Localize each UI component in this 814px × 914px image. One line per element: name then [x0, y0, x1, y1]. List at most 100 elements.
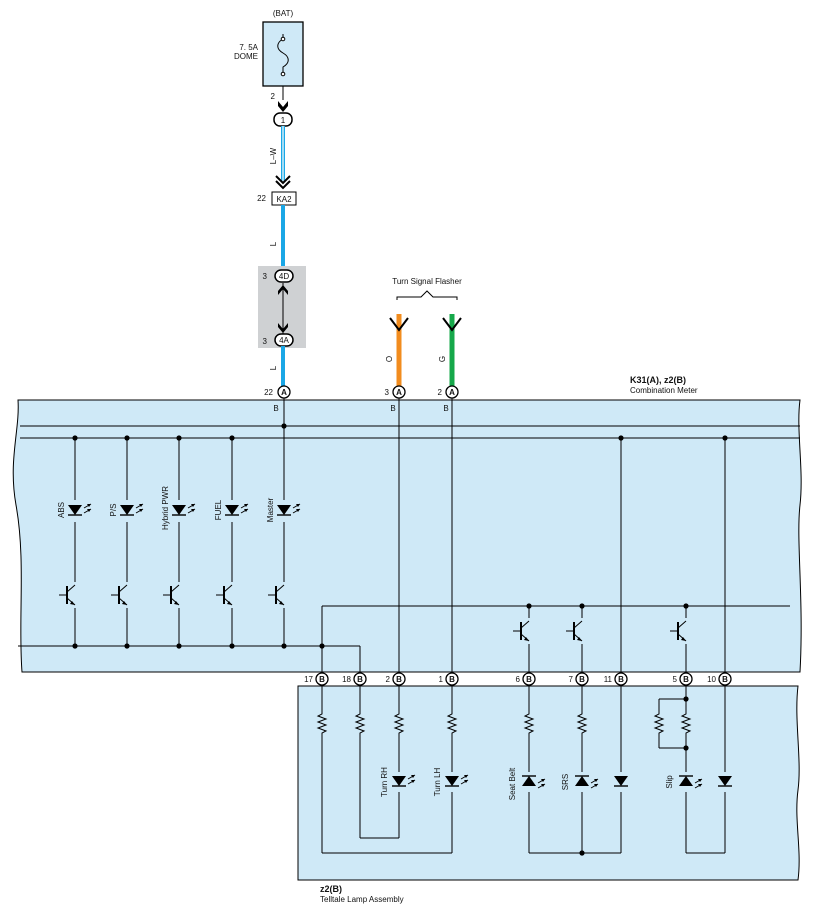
transistor-hybrid-pwr — [162, 582, 182, 608]
male-terminal-icon — [278, 323, 288, 333]
transistor-slip — [669, 618, 689, 644]
lamp-label: Turn LH — [433, 767, 442, 796]
connector-ka2-label: KA2 — [276, 195, 292, 204]
fuse-terminal — [280, 71, 286, 77]
lamp-turn-lh: Turn LH — [433, 767, 469, 796]
transistor-seat-belt — [512, 618, 532, 644]
wire-l-upper-label: L — [269, 241, 278, 246]
transistor-ps — [110, 582, 130, 608]
telltale-dots — [579, 696, 689, 856]
pin-connector: B — [618, 675, 624, 684]
connector-1-label: 1 — [281, 116, 286, 125]
telltale-id: z2(B) — [320, 884, 342, 894]
pin-number: 11 — [604, 675, 613, 684]
pin-number: 3 — [385, 388, 390, 397]
pin-connector: B — [357, 675, 363, 684]
meter-name: Combination Meter — [630, 386, 698, 395]
transistor-abs — [58, 582, 78, 608]
indicator-hybrid-pwr: Hybrid PWR — [161, 486, 196, 530]
diode-icon — [614, 776, 628, 786]
top-pin-22: 22 A — [264, 385, 291, 399]
pin-number: 2 — [386, 675, 391, 684]
pin-number: 18 — [342, 675, 351, 684]
diode-indicator-10 — [718, 772, 734, 792]
male-terminal-icon — [278, 101, 288, 112]
junction-dots — [72, 423, 728, 649]
flasher-bracket — [396, 290, 458, 300]
lamp-turn-rh: Turn RH — [380, 767, 416, 797]
pin-connector: B — [683, 675, 689, 684]
female-terminal-icon — [442, 317, 462, 332]
pin-connector: A — [281, 388, 287, 397]
lamp-seat-belt: Seat Belt — [508, 767, 546, 800]
pin-connector: B — [396, 675, 402, 684]
diode-indicator-11 — [614, 772, 630, 792]
top-pin-3: 3 A — [385, 385, 406, 399]
resistors — [316, 709, 692, 738]
meter-wiring — [18, 398, 800, 672]
fuse-pin: 2 — [271, 92, 276, 101]
male-terminal-icon — [278, 285, 288, 295]
pin-number: 1 — [439, 675, 444, 684]
transistor-master — [267, 582, 287, 608]
indicator-label: FUEL — [214, 499, 223, 520]
fuse-terminal — [280, 36, 286, 42]
fuse-name: DOME — [234, 52, 258, 61]
transistor-fuel — [215, 582, 235, 608]
pin-connector: B — [526, 675, 532, 684]
indicator-label: P/S — [109, 504, 118, 517]
lamp-srs: SRS — [561, 772, 599, 792]
top-pin-sub: B — [443, 404, 448, 413]
lamp-slip: Slip — [665, 772, 703, 792]
pin-connector: B — [449, 675, 455, 684]
j4d-pin: 3 — [263, 272, 268, 281]
connector-4a-label: 4A — [279, 336, 289, 345]
indicator-master: Master — [266, 497, 301, 522]
pin-number: 7 — [569, 675, 574, 684]
lamp-label: Turn RH — [380, 767, 389, 797]
wire-l-lower-label: L — [269, 365, 278, 370]
female-terminal-icon — [389, 317, 409, 332]
indicator-label: Master — [266, 497, 275, 522]
wire-lw-label: L–W — [269, 147, 278, 164]
lamp-label: SRS — [561, 774, 570, 790]
top-pin-sub: B — [273, 404, 278, 413]
pin-number: 6 — [516, 675, 521, 684]
lamp-label: Seat Belt — [508, 767, 517, 800]
indicator-fuel: FUEL — [214, 499, 249, 522]
battery-label: (BAT) — [273, 9, 294, 18]
meter-id: K31(A), z2(B) — [630, 375, 686, 385]
ka2-pin: 22 — [257, 194, 266, 203]
combination-meter-body — [12, 399, 802, 673]
lamp-label: Slip — [665, 775, 674, 789]
fuse-rating: 7. 5A — [239, 43, 258, 52]
indicator-label: ABS — [57, 502, 66, 518]
indicator-abs: ABS — [57, 500, 92, 522]
telltale-name: Telltale Lamp Assembly — [320, 895, 404, 904]
top-pin-sub: B — [390, 404, 395, 413]
fuse-icon — [277, 34, 289, 74]
j4a-pin: 3 — [263, 337, 268, 346]
pin-number: 10 — [707, 675, 716, 684]
telltale-lamp-body — [297, 685, 800, 881]
pin-connector: B — [319, 675, 325, 684]
wire-green-label: G — [438, 356, 447, 362]
transistor-srs — [565, 618, 585, 644]
connector-4d-label: 4D — [279, 272, 289, 281]
flasher-title: Turn Signal Flasher — [392, 277, 462, 286]
connector-4d — [274, 269, 294, 283]
pin-number: 5 — [673, 675, 678, 684]
wire-orange-label: O — [385, 356, 394, 362]
double-chevron-icon — [275, 175, 291, 190]
pin-connector: A — [449, 388, 455, 397]
pin-connector: B — [722, 675, 728, 684]
indicator-label: Hybrid PWR — [161, 486, 170, 530]
pin-connector: B — [579, 675, 585, 684]
diode-icon — [718, 776, 732, 786]
pin-number: 22 — [264, 388, 273, 397]
top-pin-2: 2 A — [438, 385, 459, 399]
dome-fuse-box — [262, 21, 304, 87]
bottom-pin-row: 17 B 18 B 2 B 1 B 6 B 7 B 11 B 5 B 10 B — [304, 672, 732, 686]
pin-number: 17 — [304, 675, 313, 684]
